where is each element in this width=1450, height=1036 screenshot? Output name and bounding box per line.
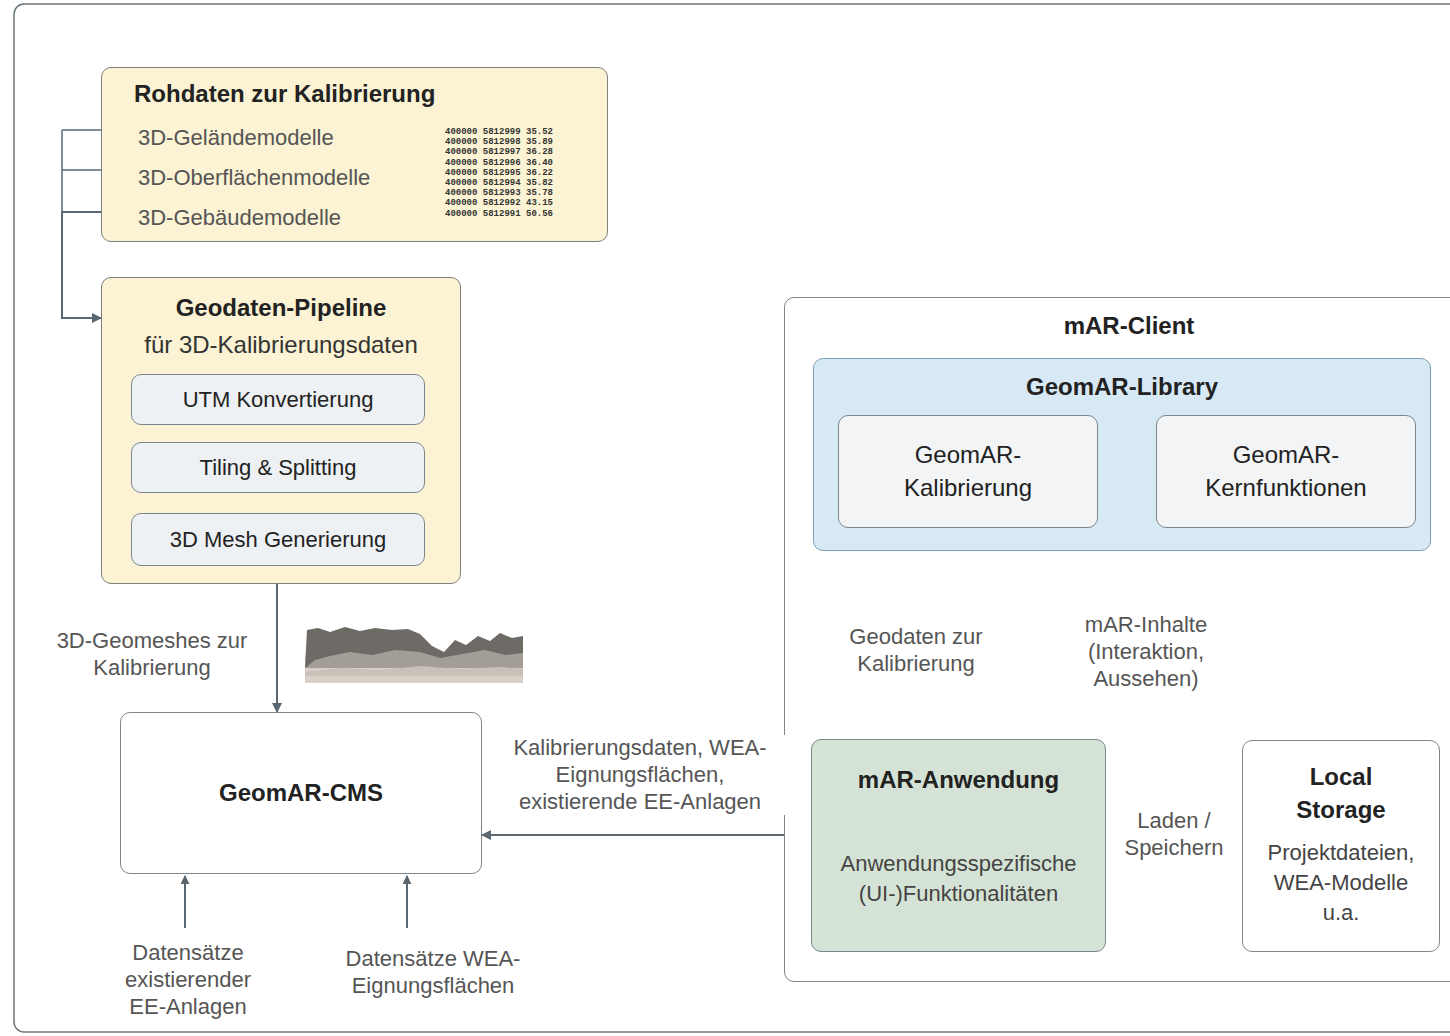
edge-label: Geodaten zur Kalibrierung bbox=[832, 624, 1000, 678]
data-table-row: 400000 5812997 36.28 bbox=[445, 147, 553, 157]
connector bbox=[482, 834, 811, 836]
module-box: GeomAR-Kalibrierung bbox=[838, 415, 1098, 528]
data-table-row: 400000 5812995 36.22 bbox=[445, 168, 553, 178]
cms-box: GeomAR-CMS bbox=[120, 712, 482, 874]
node-title: Geodaten-Pipeline bbox=[176, 292, 387, 325]
edge-label: mAR-Inhalte (Interaktion, Aussehen) bbox=[1066, 612, 1226, 692]
edge-label: Laden / Speichern bbox=[1112, 808, 1236, 862]
input-note: Datensätze existierender EE-Anlagen bbox=[108, 940, 268, 1020]
node-title: GeomAR-Library bbox=[1026, 371, 1218, 404]
application-box: mAR-AnwendungAnwendungsspezifische (UI-)… bbox=[811, 739, 1106, 952]
data-table-row: 400000 5812999 35.52 bbox=[445, 127, 553, 137]
library-container: GeomAR-LibraryGeomAR-Kalibrierung GeomAR-… bbox=[813, 358, 1431, 551]
data-table-row: 400000 5812991 50.56 bbox=[445, 209, 553, 219]
node-text: Anwendungsspezifische (UI-)Funktionalitä… bbox=[829, 849, 1089, 909]
node-title: GeomAR-Kernfunktionen bbox=[1181, 439, 1391, 504]
node-title: mAR-Client bbox=[1064, 310, 1195, 343]
node-title: 3D Mesh Generierung bbox=[170, 525, 386, 555]
edge-label: Kalibrierungsdaten, WEA-Eignungsflächen,… bbox=[495, 735, 785, 815]
input-arrow bbox=[406, 876, 408, 928]
node-title: Local Storage bbox=[1286, 761, 1396, 826]
input-note: Datensätze WEA-Eignungsflächen bbox=[303, 946, 563, 1000]
node-title: mAR-Anwendung bbox=[858, 764, 1059, 797]
data-table-row: 400000 5812994 35.82 bbox=[445, 178, 553, 188]
terrain-mesh-image bbox=[305, 627, 523, 683]
outer-frame bbox=[14, 4, 1450, 1032]
node-text: Projektdateien, WEA-Modelle u.a. bbox=[1261, 838, 1421, 928]
node-title: GeomAR-Kalibrierung bbox=[878, 439, 1058, 504]
node-title: Rohdaten zur Kalibrierung bbox=[134, 78, 597, 111]
data-table-row: 400000 5812998 35.89 bbox=[445, 137, 553, 147]
storage-box: Local StorageProjektdateien, WEA-Modelle… bbox=[1242, 740, 1440, 952]
node-title: GeomAR-CMS bbox=[219, 777, 383, 810]
process-box: 3D Mesh Generierung bbox=[131, 513, 425, 566]
data-table-row: 400000 5812992 43.15 bbox=[445, 198, 553, 208]
bracket-line bbox=[62, 169, 101, 171]
connector bbox=[276, 584, 278, 712]
bracket-line bbox=[62, 129, 101, 131]
node-title: UTM Konvertierung bbox=[183, 385, 374, 415]
input-arrow bbox=[184, 876, 186, 928]
data-table-row: 400000 5812996 36.40 bbox=[445, 158, 553, 168]
module-box: GeomAR-Kernfunktionen bbox=[1156, 415, 1416, 528]
process-box: UTM Konvertierung bbox=[131, 374, 425, 425]
node-text: für 3D-Kalibrierungsdaten bbox=[144, 329, 417, 362]
process-box: Tiling & Splitting bbox=[131, 442, 425, 493]
data-table-row: 400000 5812993 35.78 bbox=[445, 188, 553, 198]
connector bbox=[62, 212, 101, 318]
bracket-line bbox=[61, 130, 63, 212]
edge-label: 3D-Geomeshes zur Kalibrierung bbox=[52, 628, 252, 682]
node-title: Tiling & Splitting bbox=[200, 453, 357, 483]
pipeline-box: Geodaten-Pipeline für 3D-Kalibrierungsdat… bbox=[101, 277, 461, 584]
